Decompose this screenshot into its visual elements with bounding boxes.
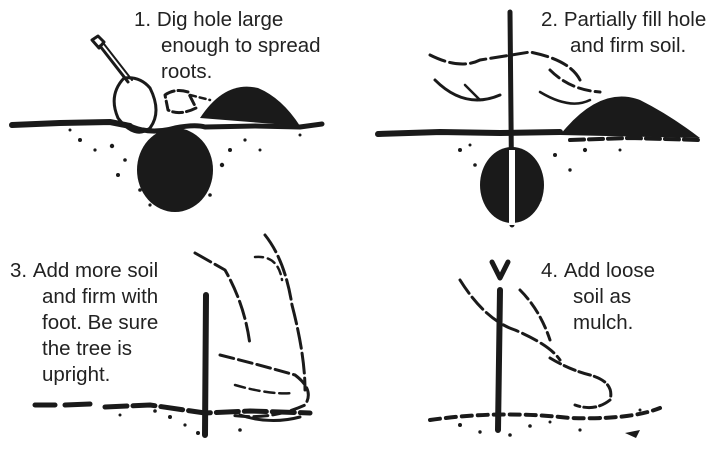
hands-firming-soil-illustration <box>370 0 720 230</box>
hand-adding-mulch-illustration <box>400 250 720 450</box>
shovel-digging-hole-illustration <box>0 20 330 230</box>
step-3-number: 3. <box>10 258 27 284</box>
boot-firming-soil-illustration <box>30 225 360 451</box>
